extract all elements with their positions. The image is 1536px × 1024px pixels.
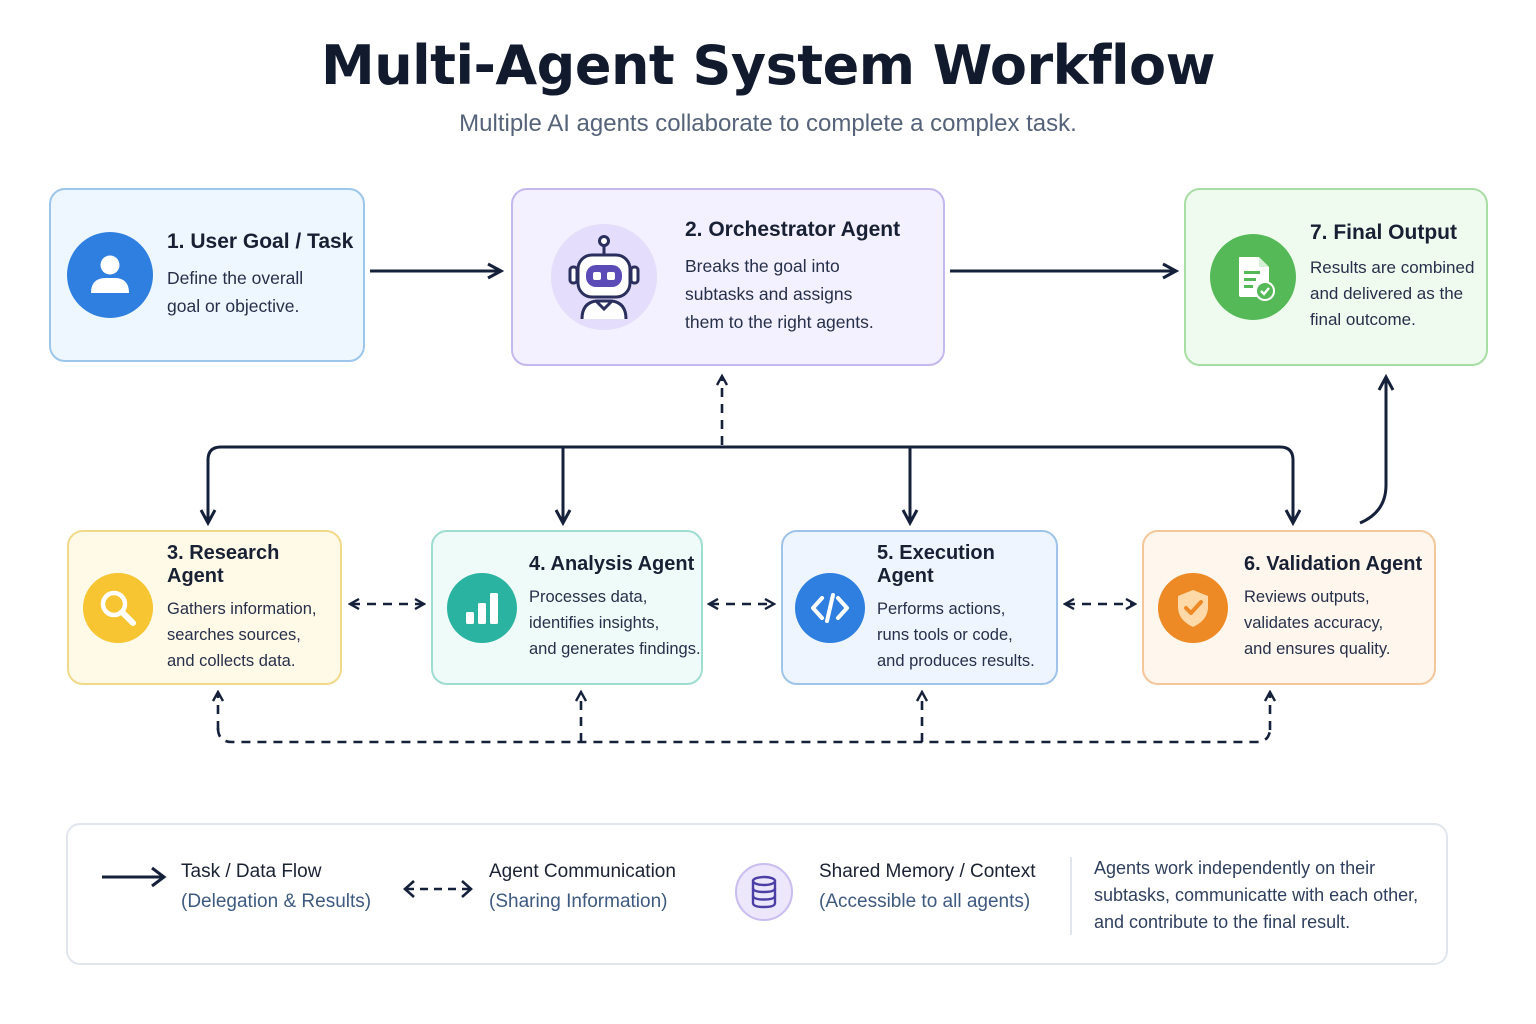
distribution-bus	[206, 445, 1295, 520]
node-description: Processes data, identifies insights, and…	[529, 588, 701, 658]
arrow-validation-to-output	[1359, 378, 1386, 525]
node-title: 2. Orchestrator Agent	[685, 218, 901, 241]
node-analysis-agent: 4. Analysis Agent Processes data, identi…	[431, 530, 703, 685]
node-title: 3. Research Agent	[167, 541, 280, 587]
legend-sublabel: (Delegation & Results)	[181, 891, 372, 912]
user-icon	[67, 232, 153, 318]
shared-memory-bus	[216, 727, 1272, 744]
database-icon	[735, 863, 793, 921]
node-research-agent: 3. Research Agent Gathers information, s…	[67, 530, 342, 685]
node-description: Results are combined and delivered as th…	[1310, 258, 1475, 329]
legend-shared-memory: Shared Memory / Context (Accessible to a…	[819, 861, 1035, 913]
node-description: Performs actions, runs tools or code, an…	[877, 599, 1035, 670]
page-title: Multi-Agent System Workflow	[320, 34, 1216, 97]
node-title: 1. User Goal / Task	[167, 230, 354, 253]
node-title: 7. Final Output	[1310, 221, 1457, 244]
search-icon	[83, 572, 153, 643]
node-execution-agent: 5. Execution Agent Performs actions, run…	[781, 530, 1058, 685]
legend-solid-arrow	[102, 866, 167, 888]
node-description: Reviews outputs, validates accuracy, and…	[1244, 588, 1391, 658]
legend-label: Task / Data Flow	[181, 861, 322, 882]
node-description: Gathers information, searches sources, a…	[167, 599, 317, 670]
node-title: 4. Analysis Agent	[529, 553, 695, 575]
legend-sublabel: (Sharing Information)	[489, 891, 668, 912]
legend-note: Agents work independently on their subta…	[1094, 858, 1419, 932]
bar-chart-icon	[447, 572, 517, 643]
legend-dashed-arrow	[403, 880, 473, 898]
node-title: 6. Validation Agent	[1244, 553, 1423, 575]
code-icon	[795, 572, 865, 643]
robot-icon	[551, 224, 657, 330]
legend-sublabel: (Accessible to all agents)	[819, 891, 1031, 912]
node-user-goal: 1. User Goal / Task Define the overall g…	[49, 188, 365, 362]
node-final-output: 7. Final Output Results are combined and…	[1184, 188, 1488, 366]
legend-communication: Agent Communication (Sharing Information…	[489, 861, 676, 913]
node-validation-agent: 6. Validation Agent Reviews outputs, val…	[1142, 530, 1436, 685]
legend-divider	[1070, 857, 1072, 935]
legend-label: Agent Communication	[489, 861, 676, 882]
node-orchestrator: 2. Orchestrator Agent Breaks the goal in…	[511, 188, 945, 366]
node-title: 5. Execution Agent	[877, 541, 995, 587]
document-check-icon	[1210, 234, 1296, 320]
shield-check-icon	[1158, 572, 1228, 643]
node-description: Define the overall goal or objective.	[167, 268, 304, 316]
legend: Task / Data Flow (Delegation & Results) …	[66, 823, 1448, 965]
page-subtitle: Multiple AI agents collaborate to comple…	[459, 110, 1077, 137]
node-description: Breaks the goal into subtasks and assign…	[685, 256, 874, 332]
legend-label: Shared Memory / Context	[819, 861, 1036, 882]
legend-task-flow: Task / Data Flow (Delegation & Results)	[181, 861, 371, 913]
